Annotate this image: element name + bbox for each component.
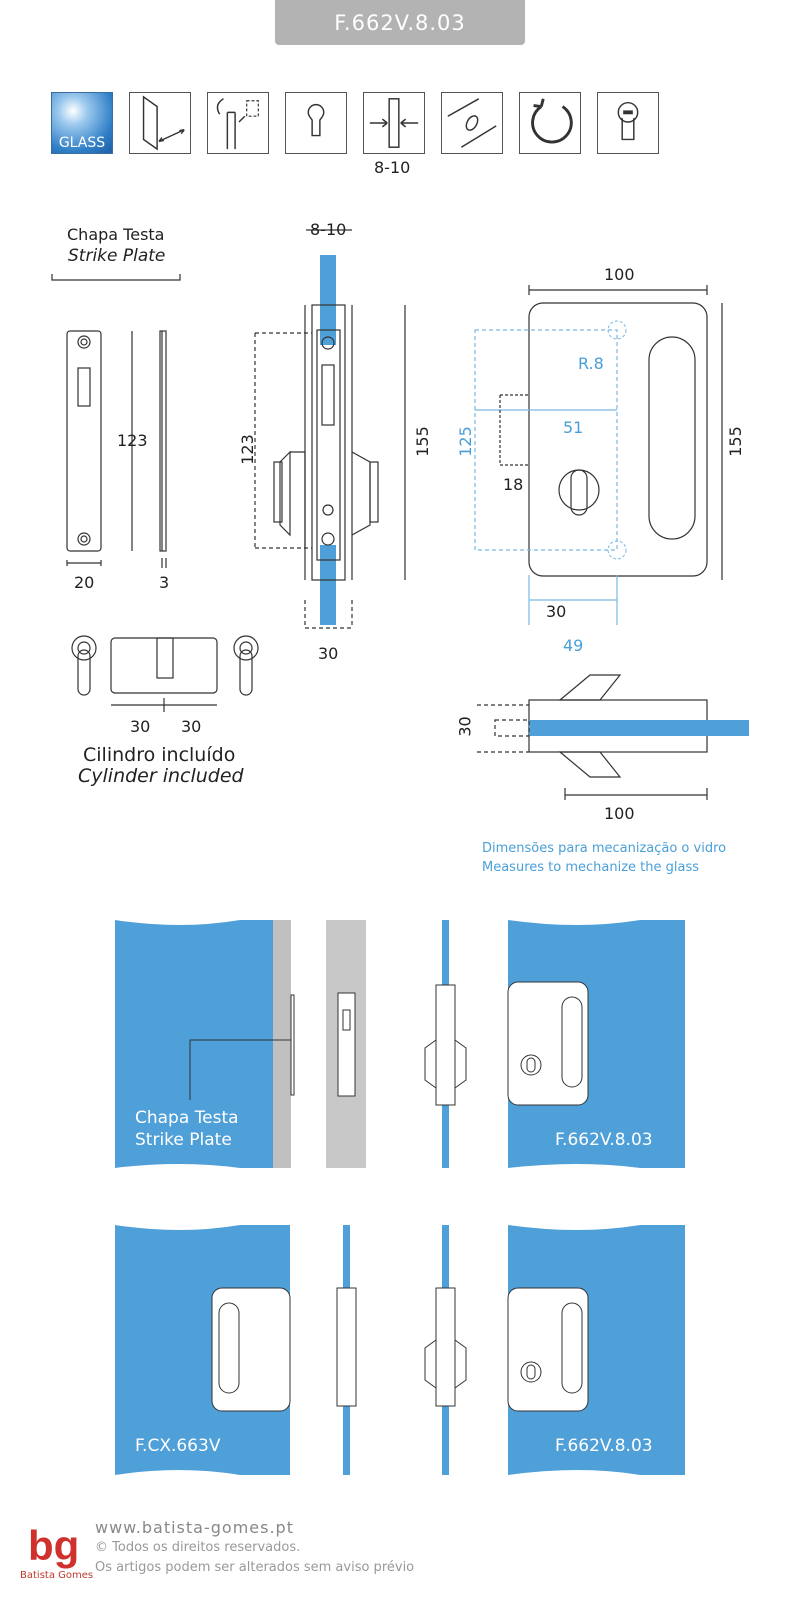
cylinder-label-pt: Cilindro incluído (83, 744, 236, 766)
side-inner-height-dim: 123 (237, 434, 257, 465)
product-title: F.662V.8.03 (275, 0, 525, 45)
cut-width-dim: 51 (563, 418, 584, 437)
glass-thickness-icon (363, 92, 425, 154)
top-width-dim: 100 (604, 804, 635, 823)
strike-width-dim: 20 (74, 573, 95, 592)
svg-text:bg: bg (28, 1522, 79, 1569)
keyhole-icon (285, 92, 347, 154)
hole-icon (441, 92, 503, 154)
cylinder-right-dim: 30 (181, 717, 202, 736)
side-glass-thickness-dim: 8-10 (310, 220, 347, 239)
install-row2-left-product: F.CX.663V (135, 1436, 221, 1456)
brand-logo-name: Batista Gomes (20, 1570, 94, 1581)
glass-icon: GLASS (51, 92, 113, 154)
glass-icon-label: GLASS (58, 135, 106, 151)
footer-note: Os artigos podem ser alterados sem aviso… (95, 1560, 415, 1575)
cut-height-dim: 125 (455, 426, 475, 457)
side-width-dim: 30 (318, 644, 339, 663)
front-bottom-49-dim: 49 (563, 636, 584, 655)
front-height-dim: 155 (725, 426, 745, 457)
top-depth-dim: 30 (455, 716, 475, 737)
strike-thickness-dim: 3 (159, 573, 170, 592)
side-total-height-dim: 155 (412, 426, 432, 457)
strike-height-dim: 123 (117, 431, 148, 450)
glass-note-en: Measures to mechanize the glass (482, 860, 700, 875)
technical-drawings (51, 229, 749, 800)
footer-rights-text: Todos os direitos reservados. (112, 1540, 301, 1555)
strike-plate-title-pt: Chapa Testa (67, 225, 165, 244)
rotate-icon (519, 92, 581, 154)
cylinder-left-dim: 30 (130, 717, 151, 736)
door-swing-icon (207, 92, 269, 154)
install-row1-product: F.662V.8.03 (555, 1130, 653, 1150)
door-edge-icon (129, 92, 191, 154)
glass-note-pt: Dimensões para mecanização o vidro (482, 841, 727, 856)
install-strike-label-en: Strike Plate (135, 1130, 232, 1150)
cylinder-icon (597, 92, 659, 154)
front-radius-dim: R.8 (578, 354, 604, 373)
front-bottom-30-dim: 30 (546, 602, 567, 621)
strike-plate-title-en: Strike Plate (68, 246, 166, 266)
front-width-dim: 100 (604, 265, 635, 284)
footer-website: www.batista-gomes.pt (95, 1518, 294, 1537)
footer-rights: © Todos os direitos reservados. (95, 1540, 301, 1555)
cylinder-label-en: Cylinder included (78, 765, 244, 787)
glass-thickness-caption: 8-10 (374, 158, 411, 177)
front-offset-dim: 18 (503, 475, 524, 494)
install-strike-label-pt: Chapa Testa (135, 1108, 239, 1128)
install-row2-right-product: F.662V.8.03 (555, 1436, 653, 1456)
